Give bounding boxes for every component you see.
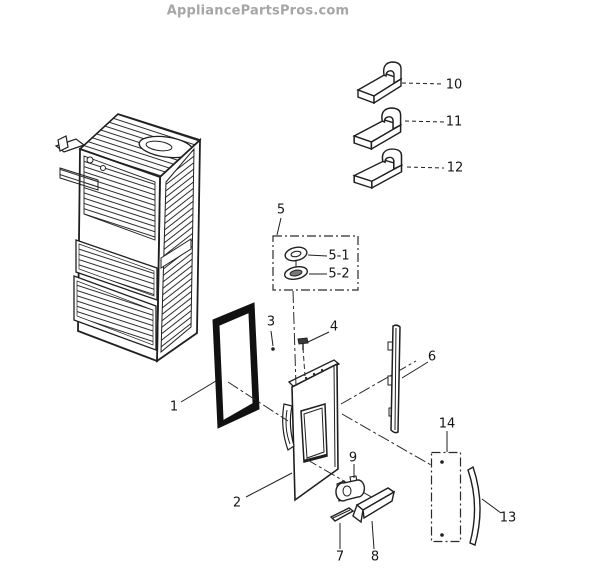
part-label-3: 3 (266, 314, 276, 330)
part-label-7: 7 (335, 549, 345, 565)
door-panel-part-2-drawing (282, 359, 341, 502)
part-label-14: 14 (438, 416, 456, 432)
cap-part-5-2-drawing (283, 265, 309, 281)
part-label-12: 12 (446, 160, 464, 176)
refrigerator-cabinet-drawing (54, 113, 202, 363)
part-label-2: 2 (232, 495, 242, 511)
part-label-9: 9 (348, 450, 358, 466)
part-label-11: 11 (445, 114, 463, 130)
trim-part-13-drawing (467, 465, 481, 546)
part-label-8: 8 (370, 549, 380, 565)
door-bin-part-11-drawing (353, 107, 402, 150)
hinge-parts-drawing (54, 135, 106, 191)
valve-part-9-drawing (335, 475, 366, 502)
part-label-5-2: 5-2 (328, 266, 350, 282)
door-gasket-part-1-drawing (212, 302, 260, 429)
part-label-5-1: 5-1 (328, 248, 350, 264)
watermark: AppliancePartsPros.com (166, 3, 350, 19)
part-label-6: 6 (427, 349, 437, 365)
cover-part-8-drawing (352, 487, 396, 524)
door-rail-part-6-drawing (387, 324, 401, 434)
strip-part-7-drawing (329, 507, 355, 522)
part-label-4: 4 (329, 319, 339, 335)
door-bin-part-12-drawing (353, 148, 403, 189)
mount-part-14-drawing (430, 451, 462, 543)
part-label-10: 10 (445, 77, 463, 93)
screw-part-4-drawing (297, 337, 309, 350)
cap-part-5-1-drawing (284, 246, 308, 262)
part-label-13: 13 (499, 510, 517, 526)
part-label-5: 5 (276, 202, 286, 218)
cap-kit-part-5-drawing (272, 235, 359, 291)
screw-part-3-drawing (271, 347, 275, 351)
assembly-center-lines (227, 290, 432, 503)
leader-lines (180, 82, 502, 550)
door-bin-part-10-drawing (357, 61, 402, 104)
part-label-1: 1 (169, 399, 179, 415)
